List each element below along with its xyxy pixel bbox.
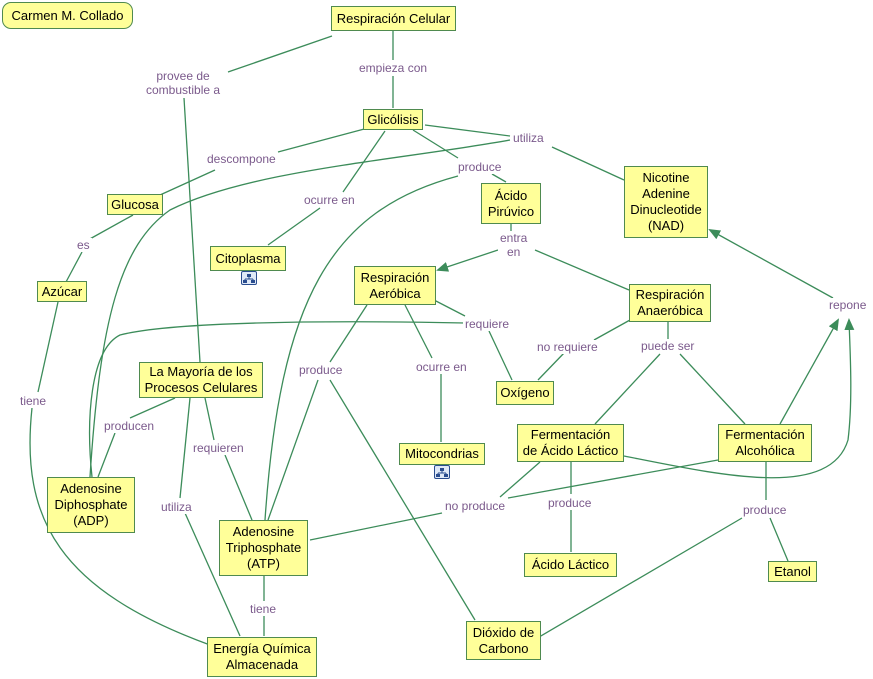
node-mitocondrias[interactable]: Mitocondrias bbox=[399, 443, 485, 465]
label-ocurre-en-2: ocurre en bbox=[414, 360, 469, 374]
label-es: es bbox=[75, 238, 92, 252]
node-glucosa[interactable]: Glucosa bbox=[107, 194, 163, 215]
resource-icon[interactable] bbox=[241, 271, 257, 285]
label-ocurre-en: ocurre en bbox=[302, 193, 357, 207]
label-provee: provee de combustible a bbox=[144, 69, 223, 97]
label-utiliza: utiliza bbox=[511, 131, 546, 145]
node-oxigeno[interactable]: Oxígeno bbox=[496, 381, 554, 405]
node-etanol[interactable]: Etanol bbox=[768, 561, 817, 582]
label-no-requiere: no requiere bbox=[535, 340, 600, 354]
label-requieren: requieren bbox=[191, 441, 246, 455]
node-azucar[interactable]: Azúcar bbox=[37, 281, 87, 302]
author-badge: Carmen M. Collado bbox=[2, 2, 133, 29]
node-respiracion-anaerobica[interactable]: Respiración Anaeróbica bbox=[629, 284, 711, 322]
label-produce-aerobica: produce bbox=[297, 363, 345, 377]
label-requiere: requiere bbox=[463, 317, 512, 331]
label-utiliza-2: utiliza bbox=[159, 500, 194, 514]
resource-icon[interactable] bbox=[434, 465, 450, 479]
node-acido-lactico[interactable]: Ácido Láctico bbox=[524, 553, 617, 577]
label-repone: repone bbox=[827, 298, 869, 312]
label-produce-alcoholica: produce bbox=[741, 503, 789, 517]
node-acido-piruvico[interactable]: Ácido Pirúvico bbox=[481, 183, 541, 224]
label-tiene-2: tiene bbox=[248, 602, 279, 616]
node-respiracion-aerobica[interactable]: Respiración Aeróbica bbox=[354, 266, 436, 305]
node-mayoria-procesos[interactable]: La Mayoría de los Procesos Celulares bbox=[139, 362, 263, 398]
label-produce-lactico: produce bbox=[546, 496, 594, 510]
node-dioxido-carbono[interactable]: Dióxido de Carbono bbox=[466, 621, 541, 660]
node-glicolisis[interactable]: Glicólisis bbox=[363, 109, 423, 130]
label-puede-ser: puede ser bbox=[639, 339, 697, 353]
node-energia-quimica[interactable]: Energía Química Almacenada bbox=[207, 637, 317, 677]
node-fermentacion-lactico[interactable]: Fermentación de Ácido Láctico bbox=[517, 424, 624, 462]
node-atp[interactable]: Adenosine Triphosphate (ATP) bbox=[219, 520, 308, 576]
label-descompone: descompone bbox=[205, 152, 278, 166]
label-tiene: tiene bbox=[18, 394, 49, 408]
node-nad[interactable]: Nicotine Adenine Dinucleotide (NAD) bbox=[624, 166, 708, 238]
node-adp[interactable]: Adenosine Diphosphate (ADP) bbox=[47, 477, 135, 533]
label-produce: produce bbox=[456, 160, 504, 174]
label-entra-en: entra en bbox=[498, 231, 530, 259]
node-fermentacion-alcoholica[interactable]: Fermentación Alcohólica bbox=[718, 424, 812, 462]
node-respiracion-celular[interactable]: Respiración Celular bbox=[331, 6, 456, 31]
label-no-produce: no produce bbox=[443, 499, 508, 513]
label-empieza-con: empieza con bbox=[357, 61, 430, 75]
node-citoplasma[interactable]: Citoplasma bbox=[210, 246, 286, 271]
label-producen: producen bbox=[102, 419, 157, 433]
